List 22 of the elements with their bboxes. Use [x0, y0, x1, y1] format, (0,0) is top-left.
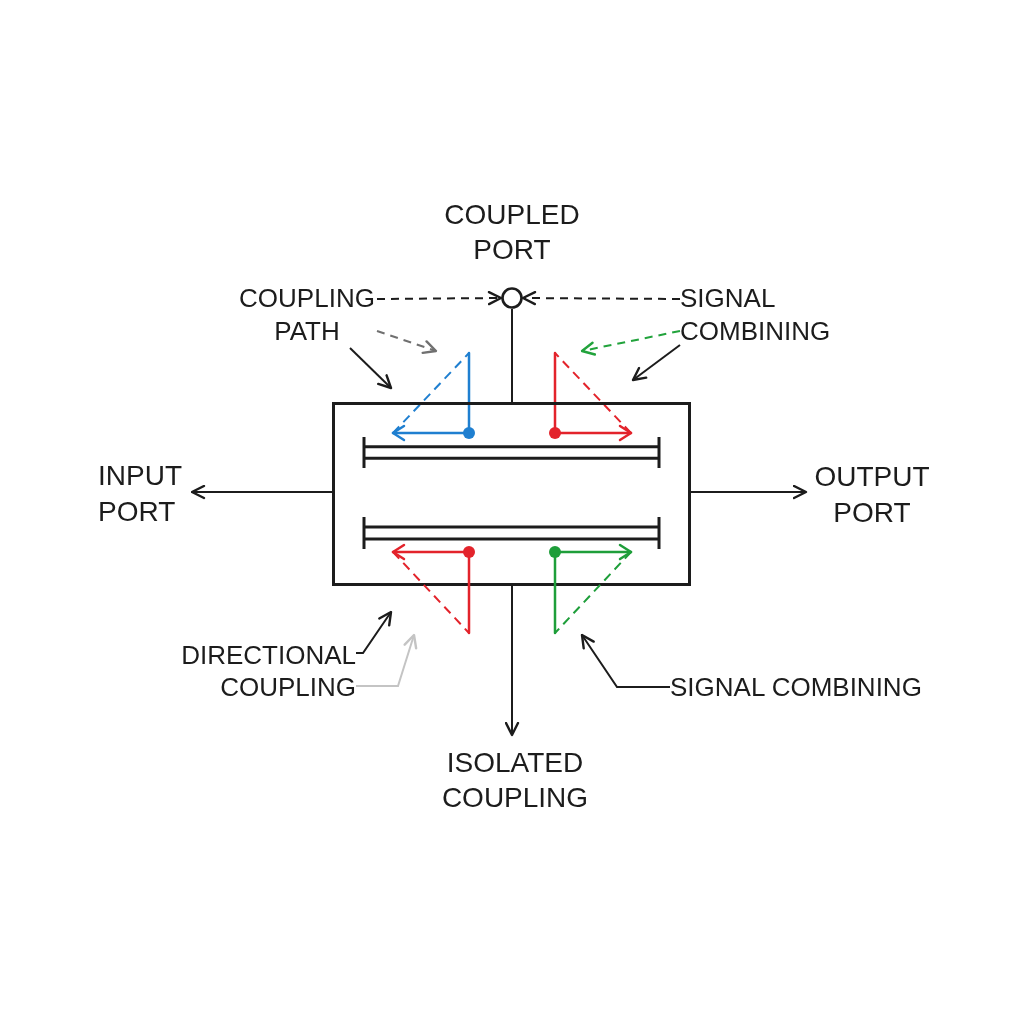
- arrow: [580, 633, 671, 688]
- callout-label: COUPLING PATH: [237, 282, 377, 348]
- arrow: [349, 347, 393, 390]
- connector-line: [511, 308, 513, 403]
- port-label: INPUT PORT: [98, 458, 186, 530]
- arrow: [355, 633, 418, 687]
- arrow: [631, 344, 681, 382]
- dashed-arrow: [580, 330, 681, 356]
- port-label: OUTPUT PORT: [812, 459, 932, 531]
- arrow: [504, 585, 520, 737]
- coupler-body: [332, 402, 691, 586]
- callout-label: SIGNAL COMBINING: [670, 671, 922, 703]
- callout-label: SIGNAL COMBINING: [680, 282, 835, 348]
- dashed-arrow: [521, 290, 681, 306]
- arrow: [355, 610, 393, 654]
- port-label: COUPLED PORT: [443, 198, 581, 267]
- callout-label: DIRECTIONAL COUPLING: [176, 639, 356, 703]
- arrow: [690, 484, 808, 500]
- port-label: ISOLATED COUPLING: [440, 745, 590, 815]
- arrow: [190, 484, 333, 500]
- dashed-arrow: [376, 330, 438, 355]
- dashed-arrow: [376, 290, 503, 306]
